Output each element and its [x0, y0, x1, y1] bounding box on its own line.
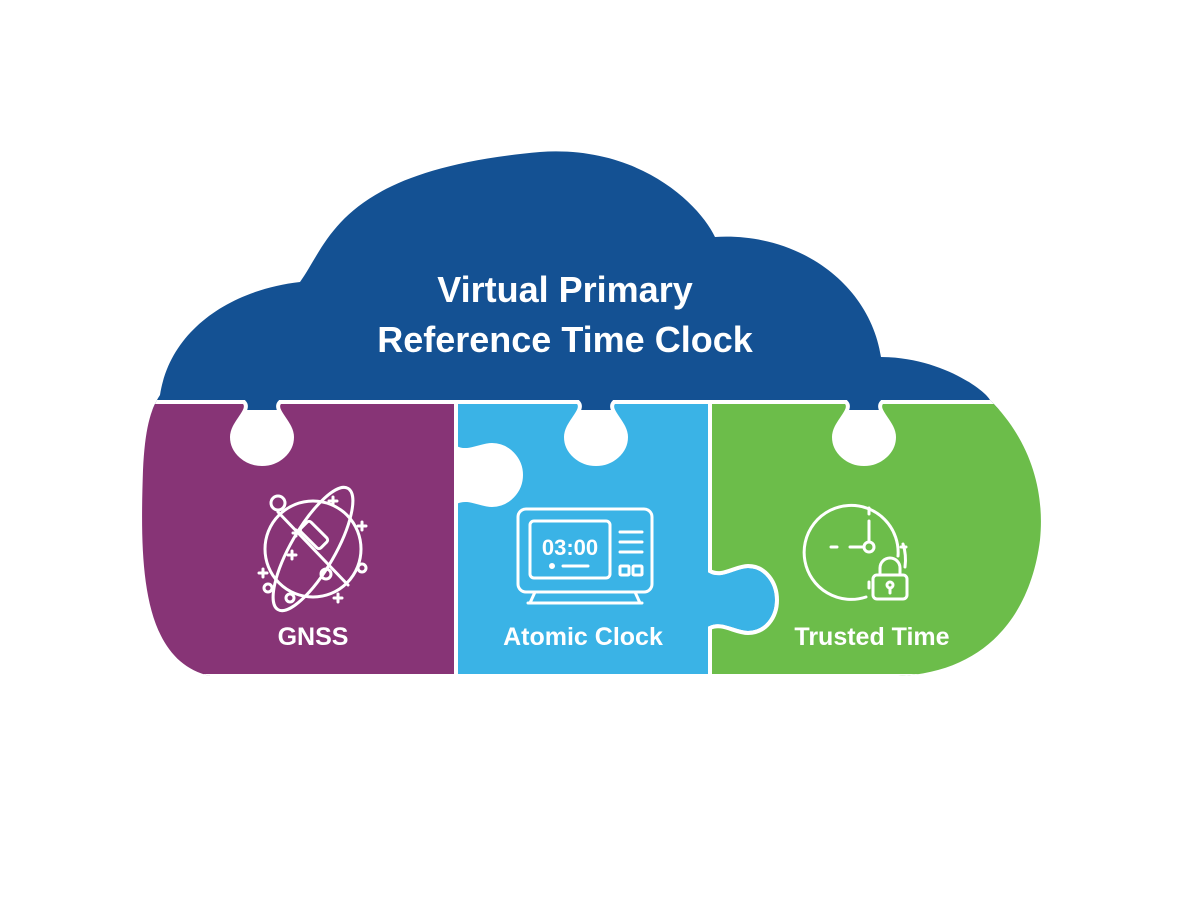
trusted-time-label: Trusted Time: [794, 623, 949, 651]
atomic-clock-label: Atomic Clock: [503, 623, 663, 651]
clock-lock-icon: [802, 503, 909, 601]
trusted-time-piece: [708, 400, 1041, 677]
gnss-label: GNSS: [278, 623, 349, 651]
clock-display-text: 03:00: [542, 535, 598, 560]
gnss-piece: [142, 400, 458, 677]
title-line-2: Reference Time Clock: [377, 319, 753, 360]
satellite-orbit-icon: [257, 485, 368, 613]
digital-clock-device-icon: [516, 507, 654, 605]
title-line-1: Virtual Primary: [437, 269, 692, 310]
